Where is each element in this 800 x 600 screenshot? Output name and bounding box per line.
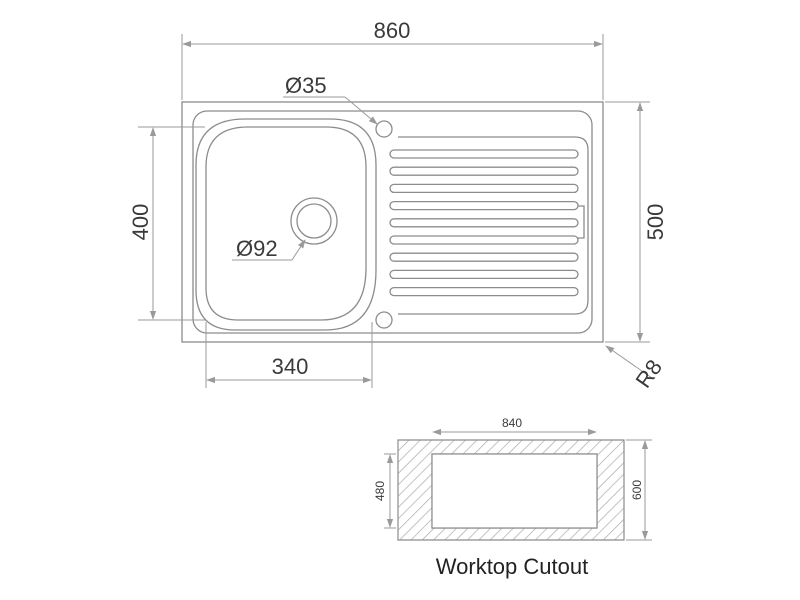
cutout-dimension-inner-height (384, 453, 396, 529)
drain-hole (290, 197, 338, 245)
cutout-width-label: 840 (502, 416, 522, 430)
drain-label: Ø92 (236, 236, 278, 261)
drainer-rib (389, 235, 579, 245)
tap-hole-label: Ø35 (285, 73, 327, 98)
drainer-board (398, 136, 589, 315)
dimension-bowl-depth (138, 126, 205, 321)
sink-outline (181, 101, 604, 343)
tap-hole (375, 120, 393, 138)
cutout-outer-height-label: 600 (630, 480, 644, 500)
drainer-rib (389, 286, 579, 297)
drainer-rib (389, 200, 579, 211)
dimension-bowl-width (205, 322, 373, 388)
corner-radius-label: R8 (631, 355, 668, 392)
cutout-title: Worktop Cutout (436, 554, 588, 579)
drainer-rib (389, 218, 579, 228)
drainer-ribs (389, 149, 579, 297)
dimension-bowl-depth-label: 400 (128, 204, 153, 241)
sink-bowl (195, 118, 377, 331)
drainer-rib (389, 149, 579, 159)
drainer-rib (389, 183, 579, 194)
dimension-width-label: 860 (374, 18, 411, 43)
drainer-rib (389, 269, 579, 280)
cutout-inner-height-label: 480 (373, 481, 387, 501)
worktop-cutout (397, 439, 625, 541)
drainer-rib (389, 166, 579, 176)
dimension-width (181, 34, 604, 100)
cutout-dimension-outer-height (626, 439, 652, 541)
drain-leader (232, 239, 306, 261)
drainer-rib (389, 252, 579, 262)
dimension-depth-label: 500 (643, 204, 668, 241)
dimension-bowl-width-label: 340 (272, 354, 309, 379)
corner-radius-leader (605, 345, 653, 379)
tap-hole-leader (283, 96, 378, 125)
dimension-depth (605, 101, 650, 343)
overflow-hole (375, 311, 393, 329)
